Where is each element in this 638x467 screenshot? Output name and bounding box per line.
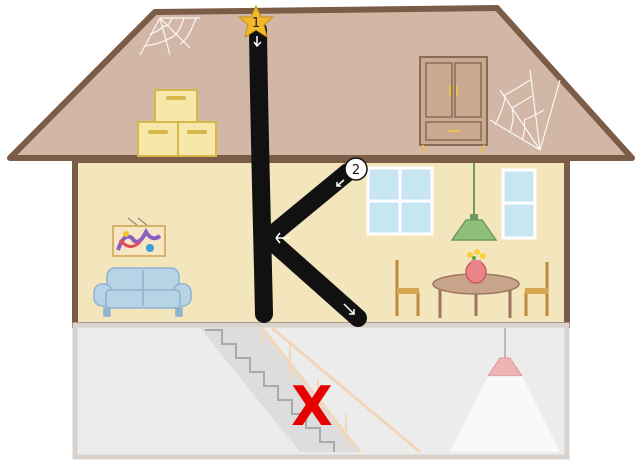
x-mark: X bbox=[291, 375, 333, 438]
start-number: 1 bbox=[252, 16, 260, 31]
wardrobe-icon bbox=[420, 57, 487, 153]
turn-number: 2 bbox=[352, 163, 360, 178]
turn-marker: 2 bbox=[345, 158, 367, 180]
window-icon bbox=[368, 168, 432, 234]
window-icon bbox=[503, 170, 535, 238]
vertical-stroke bbox=[258, 30, 264, 314]
flower-vase-icon bbox=[466, 249, 486, 283]
